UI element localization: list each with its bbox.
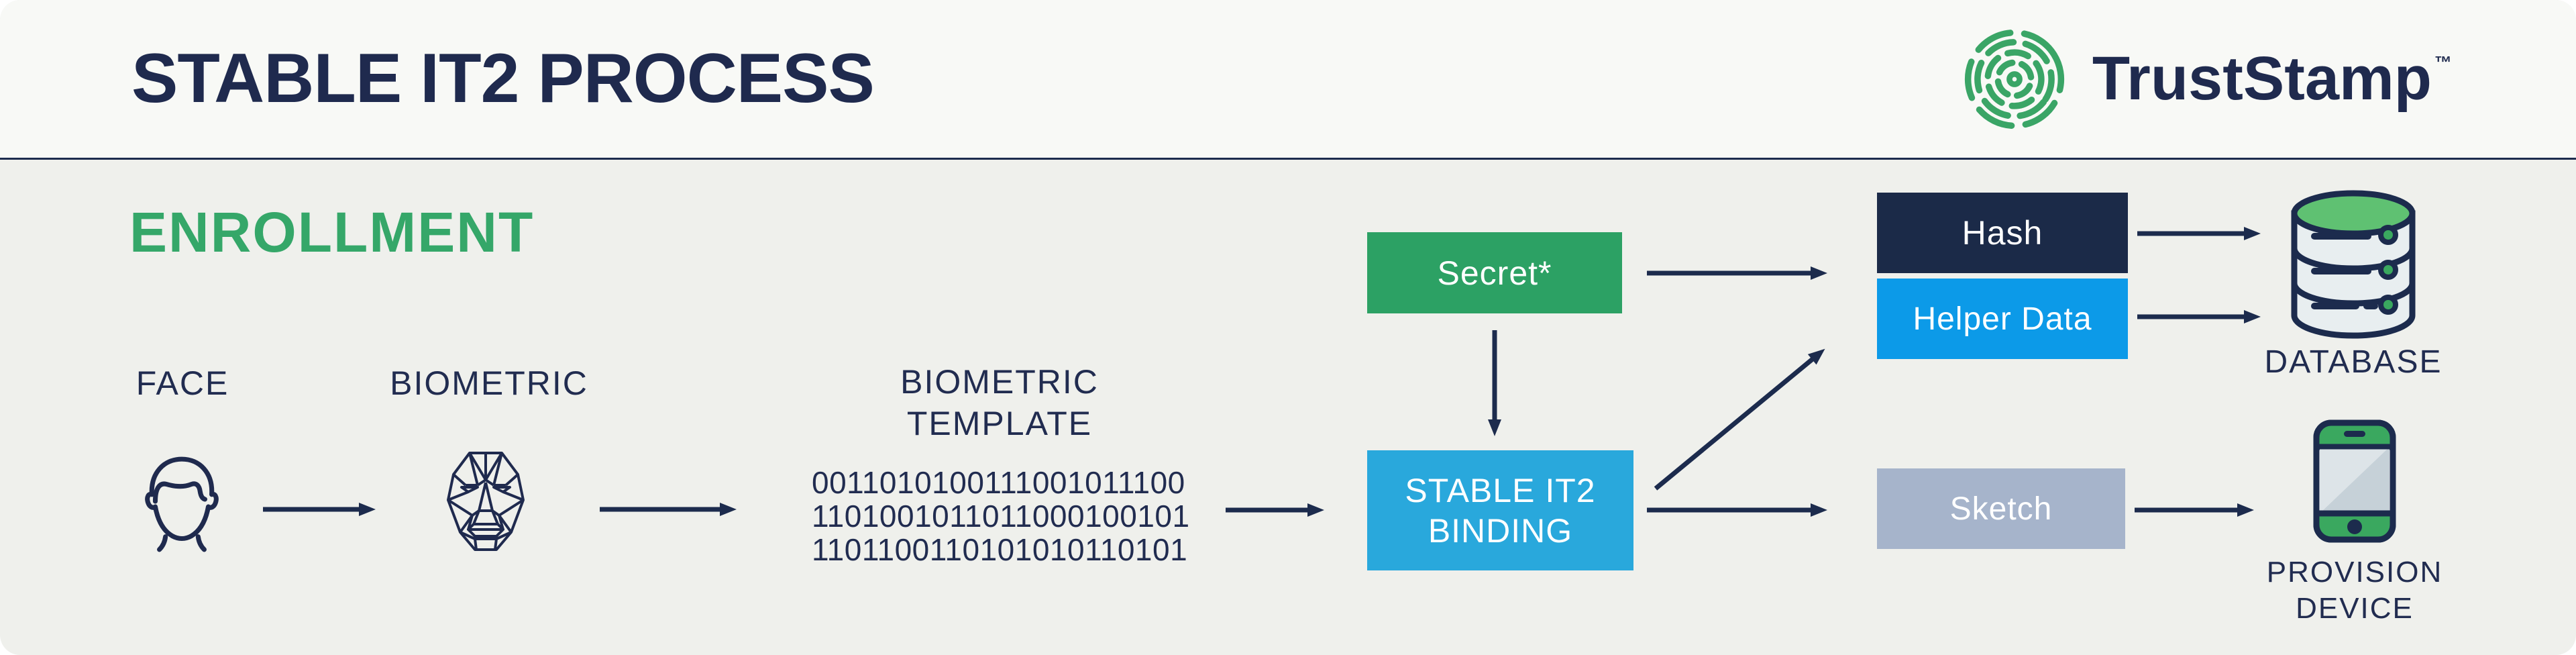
smartphone-icon	[2313, 419, 2396, 543]
sketch-node: Sketch	[1877, 468, 2125, 549]
biometric-label: BIOMETRIC	[390, 364, 588, 402]
bits-line1: 0011010100111001011100	[812, 465, 1185, 500]
biometric-template-label-line1: BIOMETRIC	[900, 363, 1099, 401]
hash-node: Hash	[1877, 193, 2128, 273]
secret-node: Secret*	[1367, 232, 1622, 313]
face-label: FACE	[136, 364, 229, 402]
face-icon	[145, 456, 219, 552]
provision-device-line2: DEVICE	[2296, 592, 2414, 625]
binding-line1: STABLE IT2	[1405, 471, 1596, 509]
trademark-symbol: ™	[2434, 52, 2452, 72]
arrow-binding-to-helper-data	[1654, 348, 1825, 491]
biometric-template-label: BIOMETRIC TEMPLATE	[900, 361, 1099, 444]
helper-data-node: Helper Data	[1877, 279, 2128, 359]
database-icon	[2291, 190, 2416, 339]
biometric-template-bits: 0011010100111001011100 11010010110110001…	[812, 466, 1190, 566]
biometric-mesh-icon	[447, 452, 525, 551]
binding-text: STABLE IT2 BINDING	[1405, 470, 1595, 551]
provision-device-label: PROVISION DEVICE	[2267, 554, 2443, 627]
fingerprint-spiral-icon	[1964, 29, 2065, 129]
section-title: ENROLLMENT	[129, 201, 535, 264]
database-label: DATABASE	[2264, 344, 2443, 380]
page-title: STABLE IT2 PROCESS	[131, 40, 875, 117]
stable-it2-binding-node: STABLE IT2 BINDING	[1367, 450, 1633, 570]
bits-line2: 1101001011011000100101	[812, 499, 1190, 534]
logo-text: TrustStamp	[2092, 44, 2432, 113]
binding-line2: BINDING	[1428, 511, 1573, 550]
biometric-template-label-line2: TEMPLATE	[906, 405, 1093, 442]
provision-device-line1: PROVISION	[2266, 556, 2443, 589]
bits-line3: 1101100110101010110101	[812, 532, 1188, 567]
